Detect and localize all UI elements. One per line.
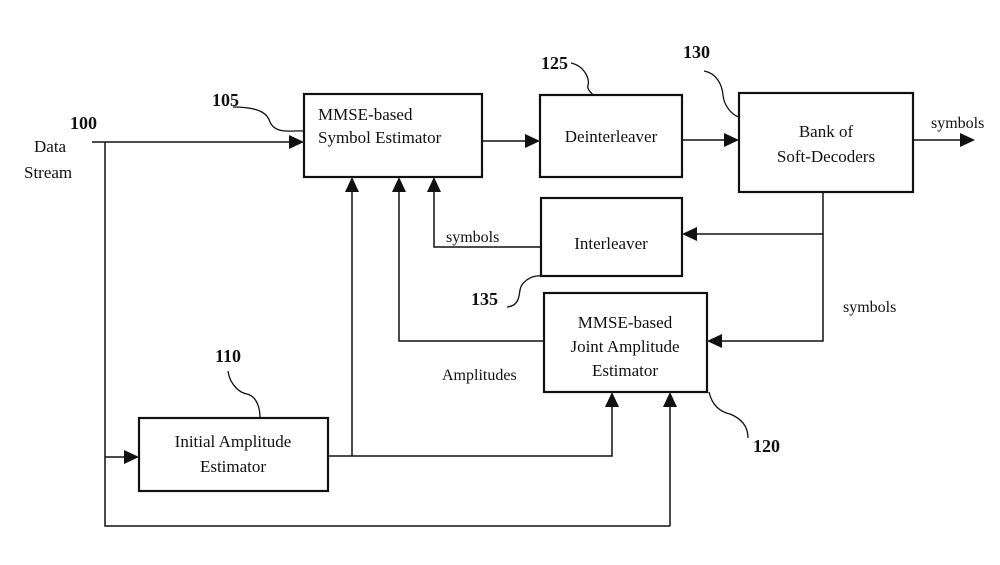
soft-decoders-block bbox=[737, 91, 915, 194]
leader-130 bbox=[703, 70, 740, 118]
arrow-into-joint-amp-bottom-left bbox=[605, 392, 619, 407]
wire-data-trunk bbox=[104, 142, 670, 527]
leader-125 bbox=[570, 62, 594, 96]
deinterleaver-label: Deinterleaver bbox=[565, 127, 658, 146]
interleaver-block bbox=[539, 196, 684, 278]
soft-decoders-line1: Bank of bbox=[799, 122, 854, 141]
deinterleaver-block bbox=[538, 93, 684, 179]
data-stream-label-line1: Data bbox=[34, 137, 67, 156]
leader-110 bbox=[227, 370, 261, 419]
wire-joint-amp-to-symbol-est bbox=[398, 191, 544, 342]
joint-amplitude-estimator-block bbox=[542, 291, 709, 394]
ref-120: 120 bbox=[753, 436, 780, 456]
arrow-into-joint-amp-bottom-right bbox=[663, 392, 677, 407]
symbol-estimator-line2: Symbol Estimator bbox=[318, 128, 442, 147]
interleaver-label: Interleaver bbox=[574, 234, 648, 253]
symbol-estimator-block bbox=[302, 92, 484, 179]
ref-105: 105 bbox=[212, 90, 239, 110]
ref-125: 125 bbox=[541, 53, 568, 73]
arrow-into-deinterleaver bbox=[525, 134, 540, 148]
leader-120 bbox=[708, 391, 749, 439]
arrow-output-symbols bbox=[960, 133, 975, 147]
wire-interleaver-to-symbol-est bbox=[433, 191, 541, 248]
joint-amp-line1: MMSE-based bbox=[578, 313, 673, 332]
ref-130: 130 bbox=[683, 42, 710, 62]
ref-135: 135 bbox=[471, 289, 498, 309]
joint-amp-line2: Joint Amplitude bbox=[570, 337, 679, 356]
initial-amp-line2: Estimator bbox=[200, 457, 266, 476]
leader-135 bbox=[506, 275, 542, 308]
joint-amp-line3: Estimator bbox=[592, 361, 658, 380]
arrow-into-symbol-estimator bbox=[289, 135, 304, 149]
ref-100: 100 bbox=[70, 113, 97, 133]
arrow-into-symbol-est-3 bbox=[427, 177, 441, 192]
initial-amplitude-estimator-block bbox=[137, 416, 330, 493]
initial-amp-line1: Initial Amplitude bbox=[175, 432, 292, 451]
wire-initial-amp-out bbox=[328, 406, 613, 457]
arrow-into-joint-amp-right bbox=[707, 334, 722, 348]
output-symbols-label: symbols bbox=[931, 115, 984, 132]
feedback-symbols-label: symbols bbox=[843, 299, 896, 316]
arrow-into-decoders bbox=[724, 133, 739, 147]
arrow-into-initial-amp bbox=[124, 450, 139, 464]
data-stream-label-line2: Stream bbox=[24, 163, 72, 182]
wire-decoders-feedback bbox=[722, 192, 824, 342]
leader-105 bbox=[232, 106, 305, 132]
interleaver-symbols-label: symbols bbox=[446, 229, 499, 246]
arrow-into-interleaver bbox=[682, 227, 697, 241]
soft-decoders-line2: Soft-Decoders bbox=[777, 147, 875, 166]
ref-110: 110 bbox=[215, 346, 241, 366]
arrow-into-symbol-est-2 bbox=[392, 177, 406, 192]
arrow-into-symbol-est-1 bbox=[345, 177, 359, 192]
symbol-estimator-line1: MMSE-based bbox=[318, 105, 413, 124]
amplitudes-label: Amplitudes bbox=[442, 367, 517, 384]
